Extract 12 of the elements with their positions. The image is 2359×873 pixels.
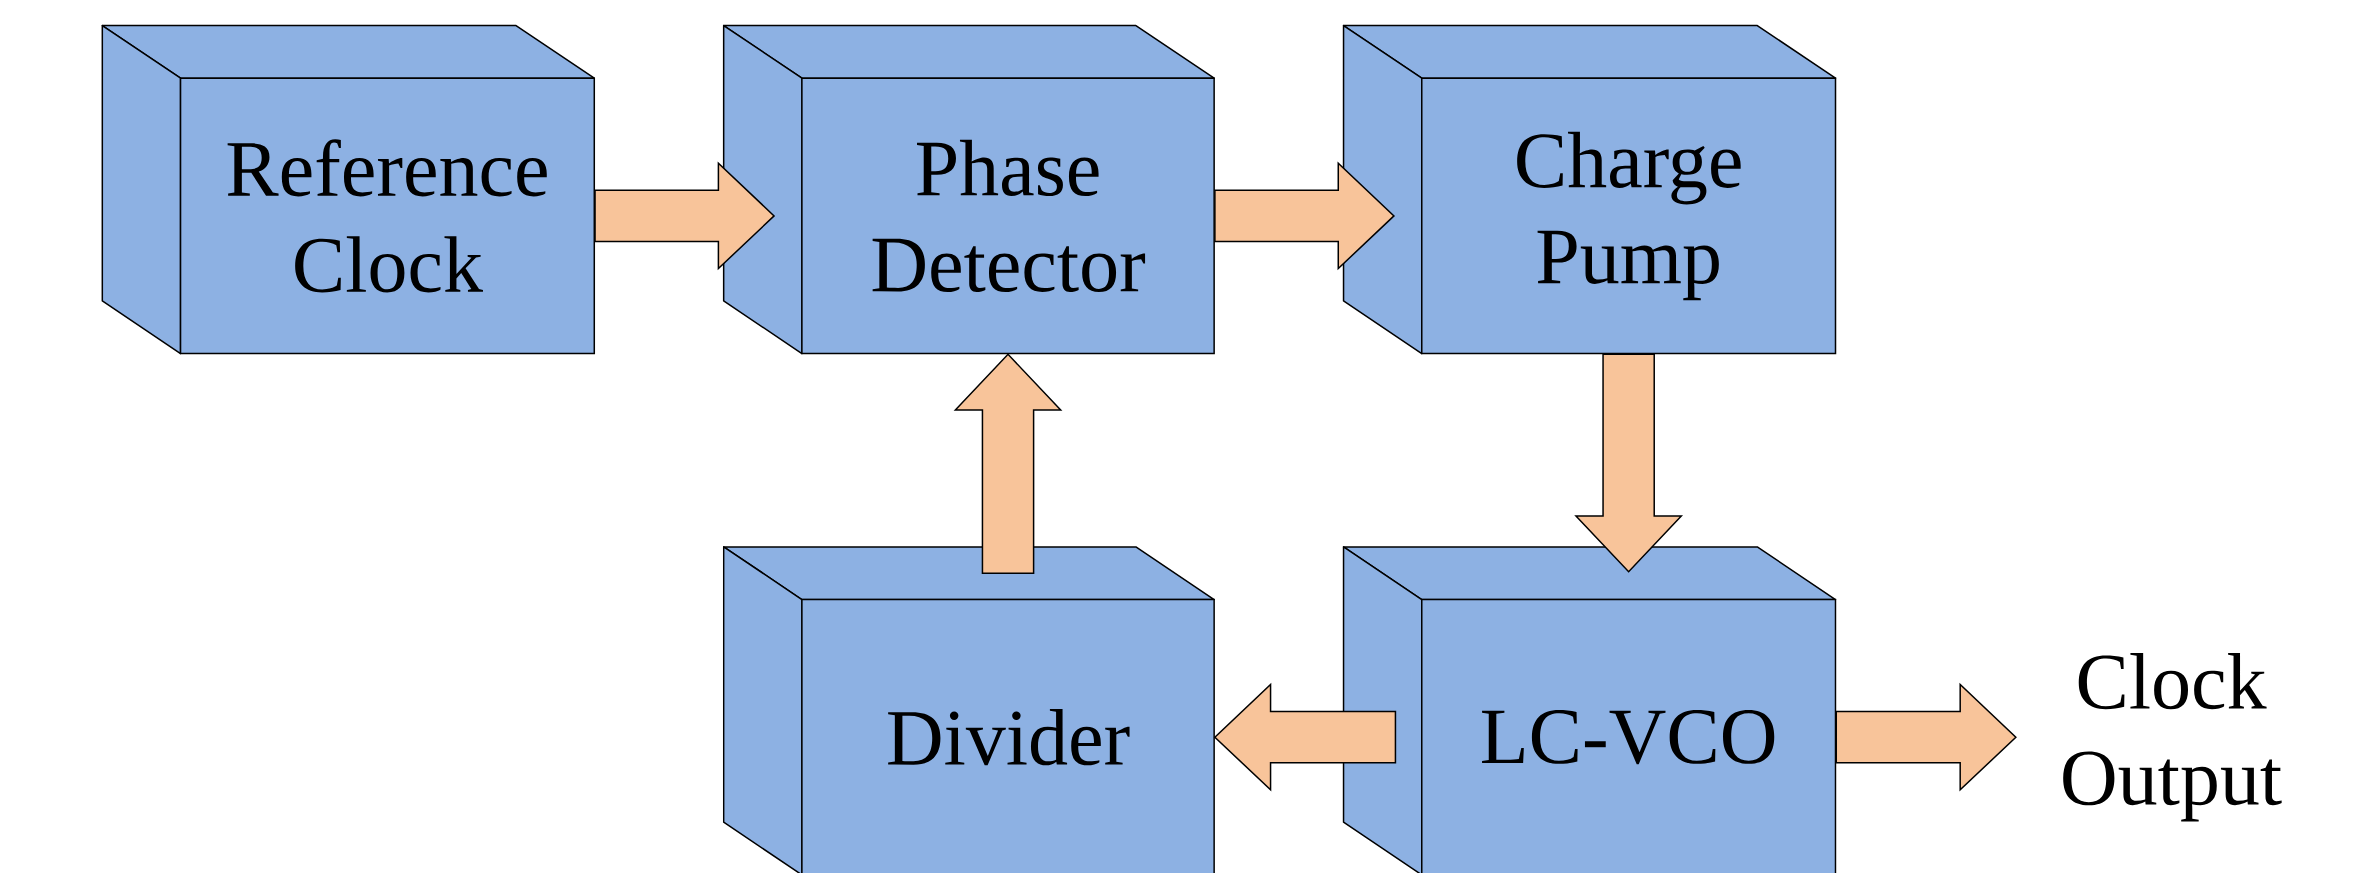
- block-box: Divider: [722, 546, 1215, 873]
- text-label: Clock Output: [2063, 652, 2282, 822]
- block-arrow: [594, 161, 776, 271]
- block-box: Reference Clock: [101, 24, 596, 355]
- block-arrow: [1574, 353, 1684, 573]
- block-arrow: [1835, 682, 2017, 792]
- block-arrow: [1213, 682, 1397, 792]
- block-arrow: [1214, 161, 1396, 271]
- block-arrow: [953, 353, 1063, 574]
- block-box: Phase Detector: [722, 24, 1215, 355]
- block-box: LC-VCO: [1342, 546, 1837, 873]
- block-box: Charge Pump: [1342, 24, 1837, 355]
